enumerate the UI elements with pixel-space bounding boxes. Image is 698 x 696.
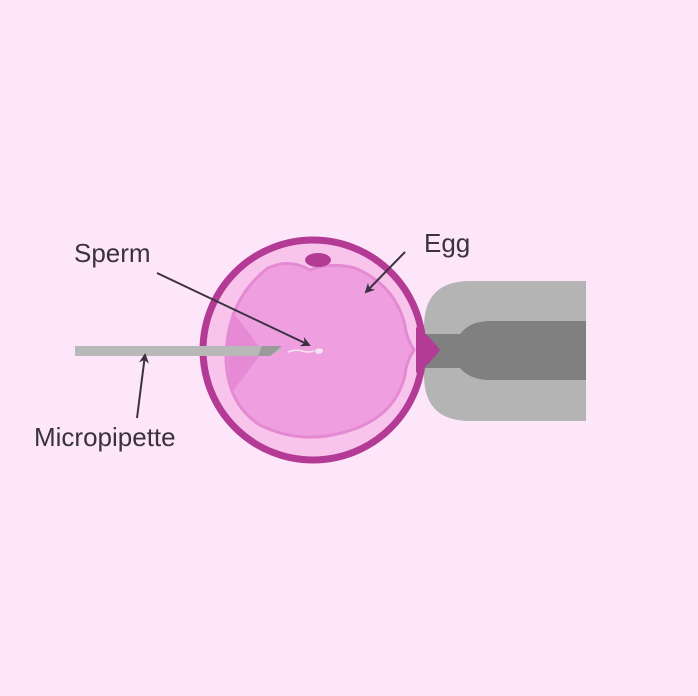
egg-pointer-arrow [364,251,406,294]
sperm-head [315,348,323,354]
sperm-label: Sperm [74,238,151,268]
egg-label: Egg [424,228,470,258]
egg-suction-bulge [416,327,440,373]
holding-pipette-inner [424,321,586,380]
micropipette-tip [258,346,282,356]
micropipette-needle [75,346,282,356]
micropipette-label: Micropipette [34,422,176,452]
micropipette [75,346,282,356]
polar-body [305,253,331,267]
micropipette-pointer-arrow [136,353,149,419]
sperm-tail [287,349,315,353]
holding-pipette [424,281,586,421]
sperm [287,348,323,354]
sperm-pointer-arrow [156,272,311,347]
